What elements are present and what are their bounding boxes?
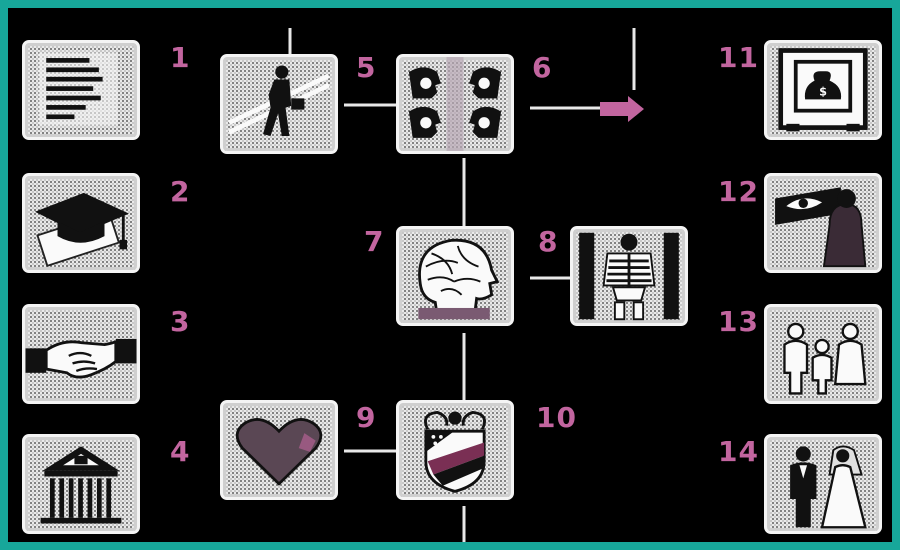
bank-building-icon — [25, 437, 137, 531]
arrow-right-icon — [600, 96, 644, 122]
xray-skeleton-icon — [573, 229, 685, 323]
family-icon — [767, 307, 879, 401]
panel-7-head — [396, 226, 514, 326]
svg-text:$: $ — [819, 86, 827, 99]
panel-11-safe: $ — [764, 40, 882, 140]
panel-12-eye — [764, 173, 882, 273]
walking-man-icon — [223, 57, 335, 151]
eye-spy-icon — [767, 176, 879, 270]
panel-10-number: 10 — [536, 404, 577, 432]
panel-3-handshake — [22, 304, 140, 404]
panel-4-number: 4 — [170, 438, 190, 466]
panel-6-number: 6 — [532, 54, 552, 82]
panel-2-number: 2 — [170, 178, 190, 206]
panel-5-walking-man — [220, 54, 338, 154]
panel-3-number: 3 — [170, 308, 190, 336]
heart-icon — [223, 403, 335, 497]
panel-5-number: 5 — [356, 54, 376, 82]
handshake-icon — [25, 307, 137, 401]
panel-14-number: 14 — [718, 438, 759, 466]
panel-8-xray — [570, 226, 688, 326]
panel-14-wedding — [764, 434, 882, 534]
panel-9-number: 9 — [356, 404, 376, 432]
safe-money-bag-icon: $ — [767, 43, 879, 137]
panel-4-bank — [22, 434, 140, 534]
faces-profile-icon — [399, 57, 511, 151]
panel-10-coat-of-arms — [396, 400, 514, 500]
panel-13-number: 13 — [718, 308, 759, 336]
panel-12-number: 12 — [718, 178, 759, 206]
wedding-couple-icon — [767, 437, 879, 531]
graduation-cap-icon — [25, 176, 137, 270]
panel-8-number: 8 — [538, 228, 558, 256]
document-icon — [25, 43, 137, 137]
panel-13-family — [764, 304, 882, 404]
panel-6-faces — [396, 54, 514, 154]
phrenology-head-icon — [399, 229, 511, 323]
panel-9-heart — [220, 400, 338, 500]
panel-7-number: 7 — [364, 228, 384, 256]
coat-of-arms-icon — [399, 403, 511, 497]
panel-1-document — [22, 40, 140, 140]
panel-1-number: 1 — [170, 44, 190, 72]
panel-2-graduation — [22, 173, 140, 273]
panel-11-number: 11 — [718, 44, 759, 72]
